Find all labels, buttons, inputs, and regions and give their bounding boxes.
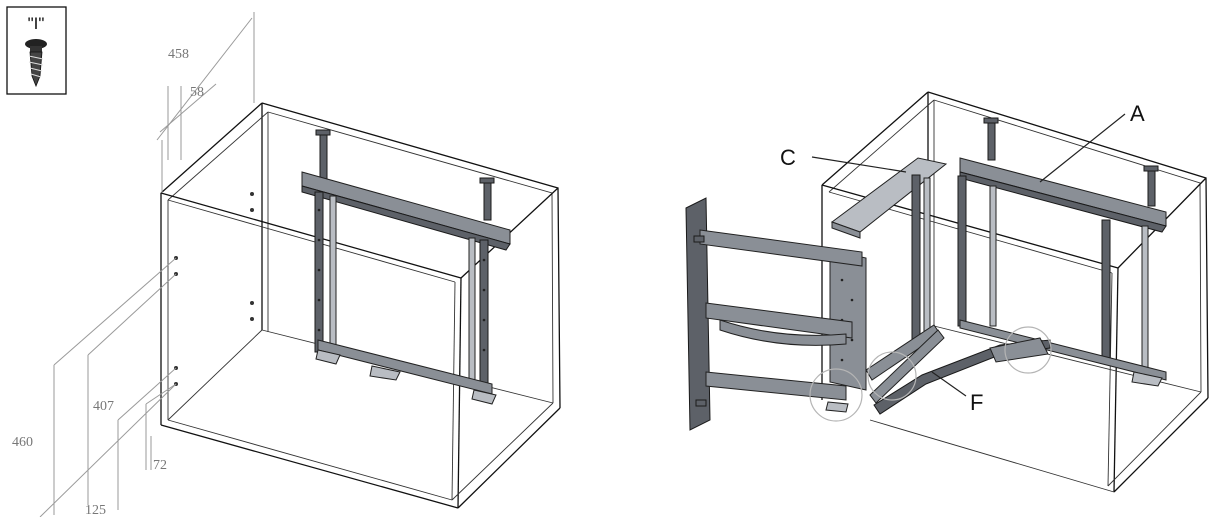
right-fixed-frame: [957, 117, 1167, 387]
callout-c: C: [780, 145, 796, 170]
callout-a: A: [1130, 101, 1145, 126]
screw-legend-label: "I": [28, 14, 45, 33]
left-dimensions: 458 58 407 460 125 72: [12, 12, 255, 517]
callouts: A C F: [780, 101, 1145, 415]
screw-icon: [25, 39, 47, 88]
dim-58: 58: [190, 85, 204, 100]
left-mechanism-frame: [301, 129, 511, 405]
dim-458: 458: [168, 47, 189, 62]
dim-72: 72: [153, 458, 167, 473]
connecting-arms: [825, 324, 1051, 415]
callout-f: F: [970, 390, 983, 415]
left-cabinet: [160, 102, 561, 509]
screw-legend: "I": [6, 6, 67, 95]
dim-460: 460: [12, 435, 33, 450]
swing-out-frame: [685, 197, 863, 431]
right-cabinet: [821, 91, 1209, 493]
dim-125: 125: [85, 503, 106, 517]
dim-407: 407: [93, 399, 114, 414]
part-c-assembly: [829, 157, 948, 391]
highlight-circles: [809, 326, 1052, 422]
